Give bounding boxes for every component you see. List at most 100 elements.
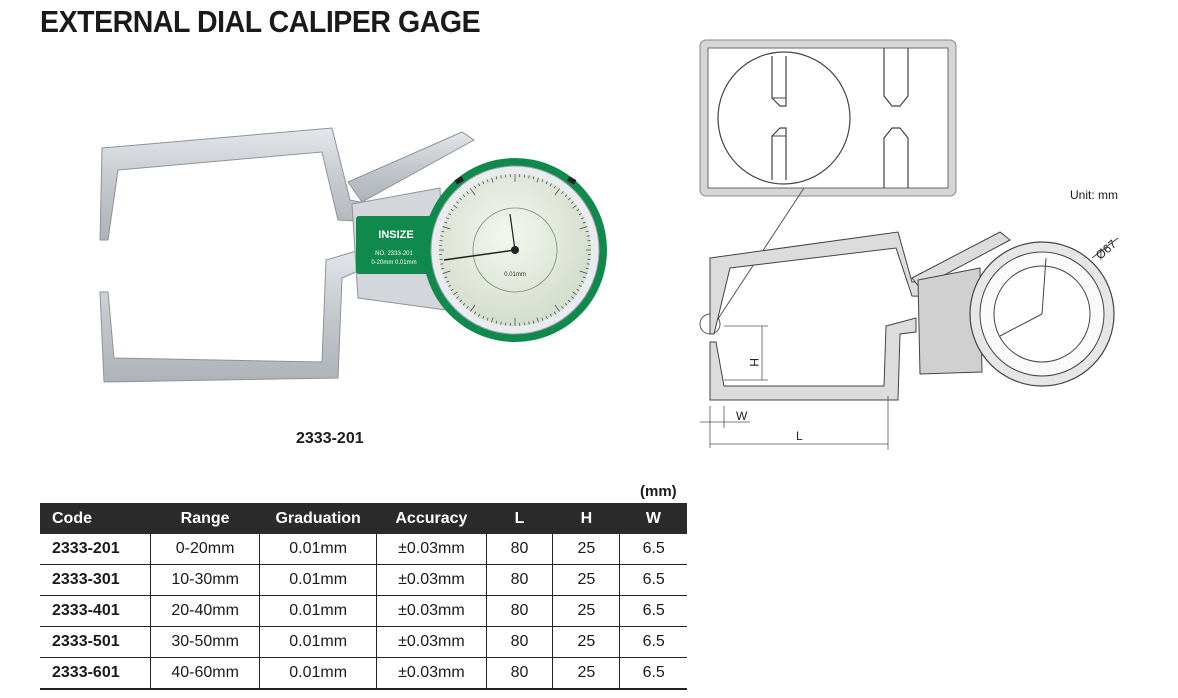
cell-h: 25 — [552, 626, 621, 658]
dial-needle — [443, 249, 516, 261]
dial-tick — [532, 320, 535, 324]
dial-tick — [478, 313, 481, 317]
cell-l: 80 — [486, 626, 554, 658]
dial-tick — [500, 175, 502, 179]
brand-logo: INSIZE — [378, 229, 413, 241]
table-row: 2333-501 30-50mm 0.01mm ±0.03mm 80 25 6.… — [40, 626, 687, 658]
dial-tick — [450, 208, 454, 212]
header-graduation: Graduation — [259, 503, 377, 534]
dial-tick — [554, 188, 560, 196]
cell-h: 25 — [552, 657, 621, 690]
dial-tick — [567, 299, 571, 303]
dial-tick — [582, 221, 586, 224]
table-unit: (mm) — [640, 483, 677, 500]
dial-tick — [579, 270, 588, 274]
table-header-row: Code Range Graduation Accuracy L H W — [40, 503, 687, 534]
cell-range: 20-40mm — [150, 595, 260, 627]
cell-l: 80 — [486, 595, 554, 627]
dial-tick — [549, 183, 552, 187]
dial-tick — [536, 177, 539, 183]
cell-graduation: 0.01mm — [259, 657, 378, 690]
dial-tick — [528, 175, 530, 179]
dial-tick — [554, 304, 560, 312]
cell-accuracy: ±0.03mm — [376, 534, 487, 565]
dial-tick — [440, 235, 444, 237]
cell-w: 6.5 — [619, 595, 687, 627]
dial-tick — [466, 306, 469, 309]
dial-tick — [495, 176, 498, 180]
cell-code: 2333-601 — [40, 657, 152, 690]
dial-tick — [444, 276, 448, 279]
product-photo: INSIZE NO. 2333-201 0-20mm 0.01mm 0.01mm — [99, 127, 607, 383]
dial-tick — [462, 194, 466, 198]
page-title: EXTERNAL DIAL CALIPER GAGE — [40, 4, 481, 39]
dial-tick — [532, 176, 535, 180]
dial-tick — [440, 263, 444, 265]
cell-graduation: 0.01mm — [259, 626, 378, 658]
dial-tick — [450, 288, 454, 292]
dial-tick — [478, 183, 481, 187]
dial-tick — [541, 317, 544, 321]
spec-table: Code Range Graduation Accuracy L H W 233… — [40, 503, 687, 690]
dial-tick — [571, 201, 574, 204]
dial-tick — [528, 321, 530, 325]
cell-h: 25 — [552, 595, 621, 627]
cell-code: 2333-301 — [40, 564, 152, 596]
dial-tick — [473, 311, 477, 315]
dial-tick — [536, 317, 539, 323]
cell-l: 80 — [486, 564, 554, 596]
dial-tick — [453, 205, 458, 209]
dial-tick — [486, 179, 489, 183]
dial-tick — [446, 217, 450, 220]
cell-accuracy: ±0.03mm — [376, 626, 487, 658]
cell-h: 25 — [552, 564, 621, 596]
cell-w: 6.5 — [619, 657, 687, 690]
dial-tick — [578, 213, 582, 216]
dial-tick — [466, 191, 469, 194]
dial-tick — [576, 288, 580, 292]
dial-tick — [580, 280, 584, 283]
dial-tick — [482, 315, 485, 319]
cell-code: 2333-501 — [40, 626, 152, 658]
dial-tick — [576, 208, 580, 212]
dial-tick — [470, 188, 476, 196]
dial-tick — [500, 321, 502, 325]
dim-w: W — [736, 409, 748, 423]
cell-w: 6.5 — [619, 564, 687, 596]
dial-tick — [444, 221, 448, 224]
dial-tick — [448, 213, 452, 216]
dial-tick — [564, 302, 568, 306]
cell-w: 6.5 — [619, 534, 687, 565]
dial-tick — [456, 201, 459, 204]
dial-tick — [441, 230, 445, 233]
cell-graduation: 0.01mm — [259, 564, 378, 596]
header-w: W — [619, 503, 687, 534]
dial-tick — [442, 270, 451, 274]
cell-l: 80 — [486, 534, 554, 565]
header-l: L — [486, 503, 553, 534]
cell-w: 6.5 — [619, 626, 687, 658]
dim-h: H — [747, 358, 761, 367]
cell-range: 30-50mm — [150, 626, 260, 658]
dial-tick — [462, 302, 466, 306]
cell-range: 10-30mm — [150, 564, 260, 596]
dial-tick — [545, 181, 548, 185]
dial-unit: 0.01mm — [504, 272, 526, 278]
dial-tick — [586, 263, 590, 265]
plate-number: NO. 2333-201 — [375, 251, 413, 257]
dim-l: L — [796, 429, 803, 443]
dial-tick — [572, 205, 577, 209]
dial-tick — [580, 217, 584, 220]
cell-code: 2333-401 — [40, 595, 152, 627]
dial-tick — [579, 226, 588, 230]
dial-tick — [491, 177, 494, 183]
dial-tick — [459, 299, 463, 303]
dial-tick — [545, 315, 548, 319]
dial-tick — [553, 311, 557, 315]
dial-tick — [448, 284, 452, 287]
dial-tick — [470, 304, 476, 312]
cell-h: 25 — [552, 534, 621, 565]
dial-tick — [442, 226, 451, 230]
dial-tick — [572, 291, 577, 295]
dial-tick — [553, 185, 557, 189]
